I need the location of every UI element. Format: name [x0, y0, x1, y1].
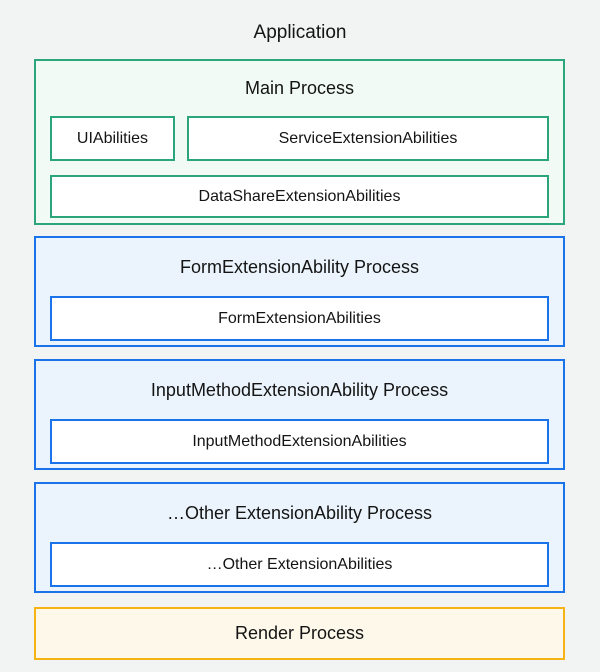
inputmethod-extension-process-title: InputMethodExtensionAbility Process: [150, 379, 449, 400]
inputmethod-extension-process-box: InputMethodExtensionAbility Process Inpu…: [34, 359, 565, 470]
form-extension-abilities-box: FormExtensionAbilities: [50, 296, 549, 341]
datashare-extension-abilities-box: DataShareExtensionAbilities: [50, 175, 549, 218]
uiabilities-box: UIAbilities: [50, 116, 175, 161]
form-extension-process-title: FormExtensionAbility Process: [179, 256, 420, 277]
application-label: Application: [253, 22, 347, 43]
service-extension-abilities-box: ServiceExtensionAbilities: [187, 116, 549, 161]
main-process-abilities-row: UIAbilities ServiceExtensionAbilities: [50, 116, 549, 161]
main-process-abilities: UIAbilities ServiceExtensionAbilities Da…: [36, 116, 563, 218]
main-process-box: Main Process UIAbilities ServiceExtensio…: [34, 59, 565, 225]
other-extension-abilities-box: …Other ExtensionAbilities: [50, 542, 549, 587]
inputmethod-extension-abilities-box: InputMethodExtensionAbilities: [50, 419, 549, 464]
render-process-box: Render Process: [34, 607, 565, 660]
form-extension-process-box: FormExtensionAbility Process FormExtensi…: [34, 236, 565, 347]
other-extension-process-title: …Other ExtensionAbility Process: [166, 502, 433, 523]
other-extension-process-box: …Other ExtensionAbility Process …Other E…: [34, 482, 565, 593]
main-process-title: Main Process: [244, 78, 355, 98]
